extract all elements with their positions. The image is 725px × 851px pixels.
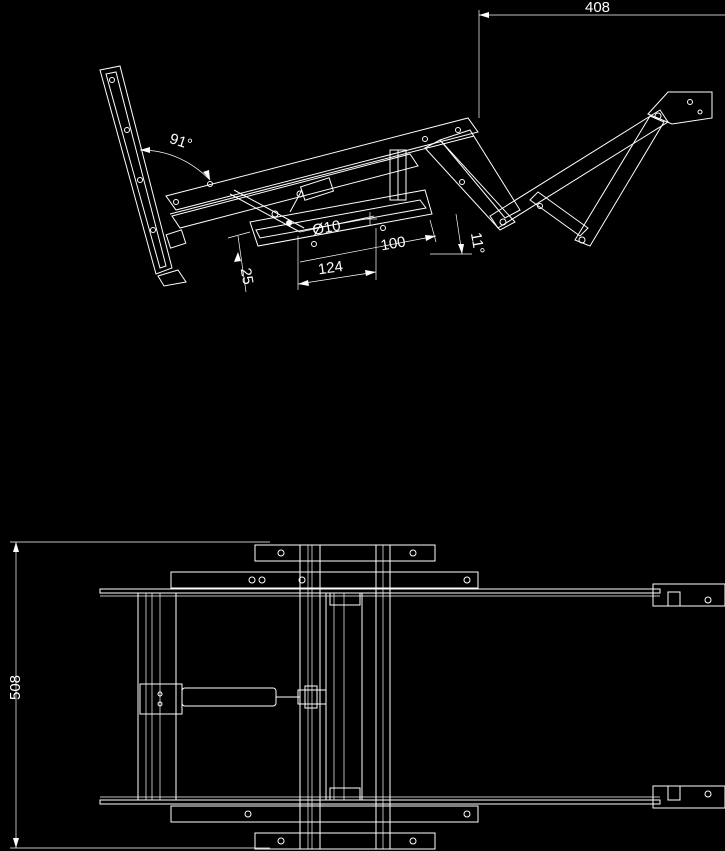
dim-seat-tilt-label: 11° xyxy=(467,231,487,255)
dimension-seat-tilt: 11° xyxy=(430,213,487,255)
back-crossbar xyxy=(137,592,183,801)
top-view: 508 xyxy=(7,541,725,850)
dim-hole-spacing-label: 100 xyxy=(379,233,407,254)
backrest-bracket xyxy=(99,65,187,287)
dimension-rail-length: 124 xyxy=(297,228,377,290)
dim-hole-diameter-label: Ø10 xyxy=(311,217,342,239)
actuator-rod xyxy=(229,177,335,233)
dimension-back-angle: 91° xyxy=(139,130,211,181)
seat-rail xyxy=(165,117,479,229)
scissor-linkage xyxy=(424,91,713,247)
dim-overall-length-label: 408 xyxy=(585,0,610,16)
side-rails xyxy=(99,588,661,805)
dim-overall-width-label: 508 xyxy=(7,675,24,700)
dimension-overall-length: 408 xyxy=(478,0,725,118)
dim-offset-label: 25 xyxy=(237,267,257,286)
dimension-overall-width: 508 xyxy=(7,541,270,849)
bottom-mounting-plates xyxy=(170,805,479,850)
actuator-cylinder xyxy=(181,685,327,709)
front-brackets xyxy=(652,583,725,809)
dimension-hole-spacing: 100 xyxy=(299,219,437,263)
dimension-offset: 25 xyxy=(227,231,257,293)
side-view: 408 91° xyxy=(99,0,725,293)
dim-back-angle-label: 91° xyxy=(167,130,194,153)
dimension-hole-diameter: Ø10 xyxy=(299,212,377,239)
dim-rail-length-label: 124 xyxy=(317,258,344,278)
center-brace xyxy=(389,149,407,201)
center-members xyxy=(299,544,391,850)
top-mounting-plates xyxy=(170,544,479,589)
